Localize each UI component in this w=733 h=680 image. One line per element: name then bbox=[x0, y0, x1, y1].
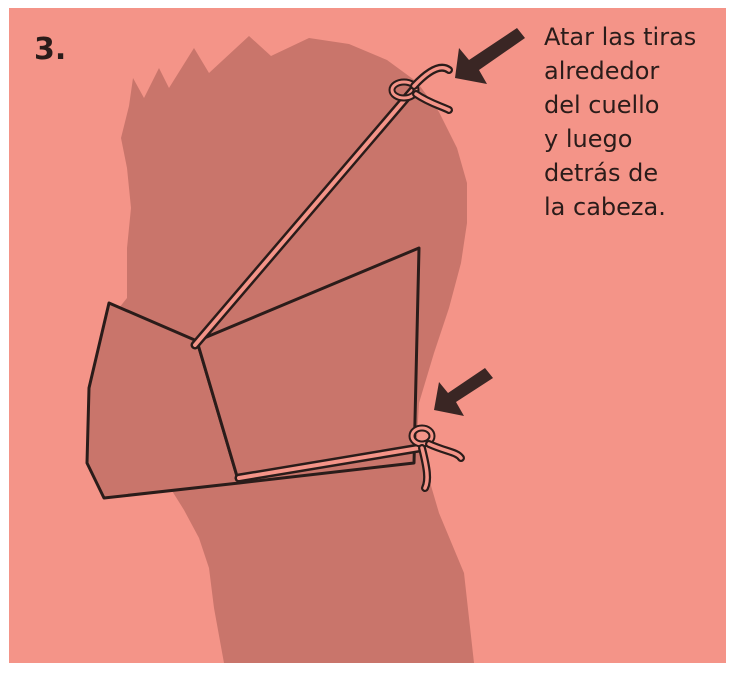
neck-tie-arrow-icon bbox=[434, 368, 493, 416]
mask-side-panel bbox=[195, 246, 421, 485]
mask-illustration bbox=[85, 28, 525, 663]
upper-strap-inner bbox=[193, 88, 415, 347]
instruction-line: y luego bbox=[544, 125, 633, 153]
neck-knot bbox=[408, 424, 465, 492]
instruction-line: detrás de bbox=[544, 159, 659, 187]
instruction-line: Atar las tiras bbox=[544, 23, 697, 51]
step-number: 3. bbox=[34, 32, 67, 67]
instruction-line: la cabeza. bbox=[544, 193, 666, 221]
instruction-line: del cuello bbox=[544, 91, 660, 119]
top-tie-arrow-icon bbox=[455, 28, 525, 84]
lower-strap-inner bbox=[237, 446, 421, 480]
top-knot bbox=[388, 63, 453, 114]
instruction-line: alrededor bbox=[544, 57, 660, 85]
illustration-panel: 3. Atar las tiras alrededor del cuello y… bbox=[9, 8, 726, 663]
instruction-text: Atar las tiras alrededor del cuello y lu… bbox=[544, 20, 724, 224]
